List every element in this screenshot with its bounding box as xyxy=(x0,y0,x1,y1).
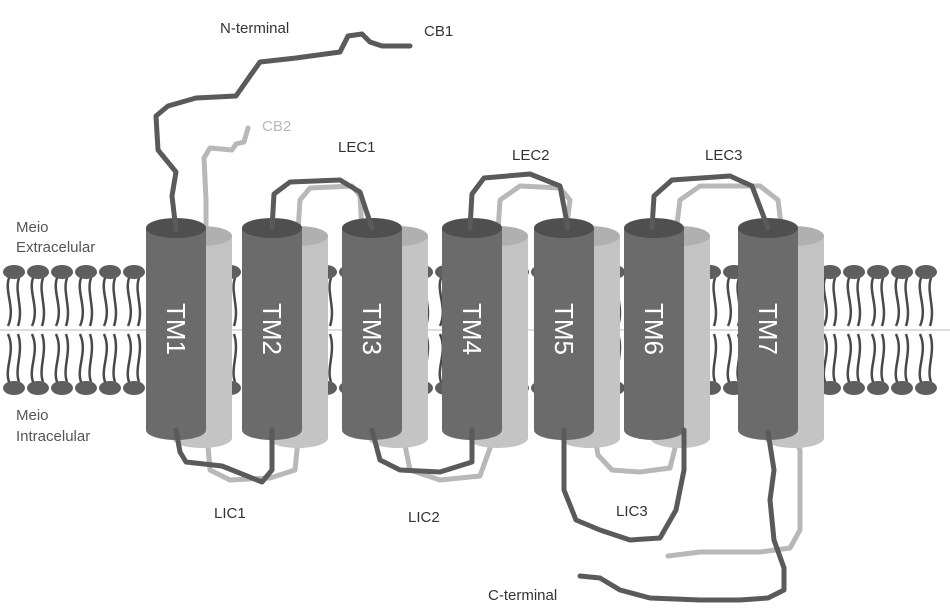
lec2-label: LEC2 xyxy=(512,147,550,164)
intracellular-label-line2: Intracelular xyxy=(16,428,90,445)
n-terminal-label: N-terminal xyxy=(220,20,289,37)
intracellular-label-line1: Meio xyxy=(16,407,49,424)
helix-6: TM6 xyxy=(624,218,684,440)
c-terminal-label: C-terminal xyxy=(488,587,557,604)
cb2-label: CB2 xyxy=(262,118,291,135)
helix-5: TM5 xyxy=(534,218,594,440)
helix-7: TM7 xyxy=(738,218,798,440)
helix-label-3: TM3 xyxy=(357,303,387,355)
helix-label-7: TM7 xyxy=(753,303,783,355)
helix-3: TM3 xyxy=(342,218,402,440)
extracellular-label-line1: Meio xyxy=(16,219,49,236)
helix-4: TM4 xyxy=(442,218,502,440)
helix-2: TM2 xyxy=(242,218,302,440)
lic3-label: LIC3 xyxy=(616,503,648,520)
helix-label-1: TM1 xyxy=(161,303,191,355)
helix-1: TM1 xyxy=(146,218,206,440)
lic1-label: LIC1 xyxy=(214,505,246,522)
cb1-label: CB1 xyxy=(424,23,453,40)
helix-label-4: TM4 xyxy=(457,303,487,355)
lec3-label: LEC3 xyxy=(705,147,743,164)
helix-label-6: TM6 xyxy=(639,303,669,355)
cb2-n-terminal-path xyxy=(204,128,248,230)
extracellular-label-line2: Extracelular xyxy=(16,239,95,256)
lec1-label: LEC1 xyxy=(338,139,376,156)
helix-label-2: TM2 xyxy=(257,303,287,355)
helix-label-5: TM5 xyxy=(549,303,579,355)
lic2-label: LIC2 xyxy=(408,509,440,526)
